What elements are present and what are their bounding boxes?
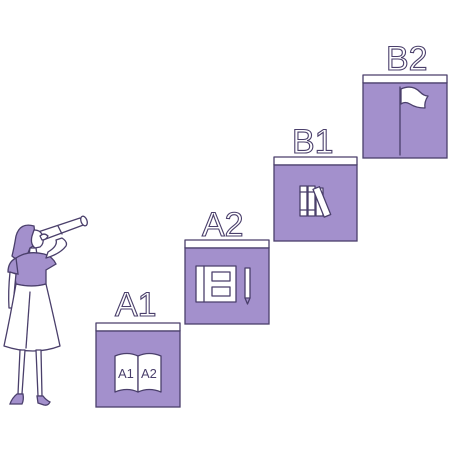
step-a2-top (184, 239, 270, 249)
step-b1: B1 (273, 122, 358, 242)
book-page-right-label: A2 (141, 366, 157, 381)
skirt (3, 283, 61, 352)
step-a1: A1 A1 A2 (95, 285, 181, 408)
shoe-left (9, 393, 24, 405)
step-b1-label: B1 (292, 123, 334, 161)
step-a2: A2 (184, 205, 270, 325)
step-a1-top (95, 322, 181, 332)
step-a1-label: A1 (115, 286, 157, 324)
step-a2-label: A2 (202, 206, 244, 244)
woman-with-telescope (3, 215, 88, 406)
shoe-right (36, 395, 51, 406)
step-b2-label: B2 (386, 40, 428, 78)
step-b1-top (273, 156, 358, 166)
book-page-left-label: A1 (118, 366, 134, 381)
books-icon (299, 185, 332, 218)
notebook-pencil-icon (195, 265, 251, 305)
step-b2-top (362, 74, 448, 84)
open-book-icon: A1 A2 (114, 352, 162, 393)
blouse (13, 252, 57, 287)
flag-icon (399, 86, 429, 156)
step-b2: B2 (362, 39, 448, 159)
